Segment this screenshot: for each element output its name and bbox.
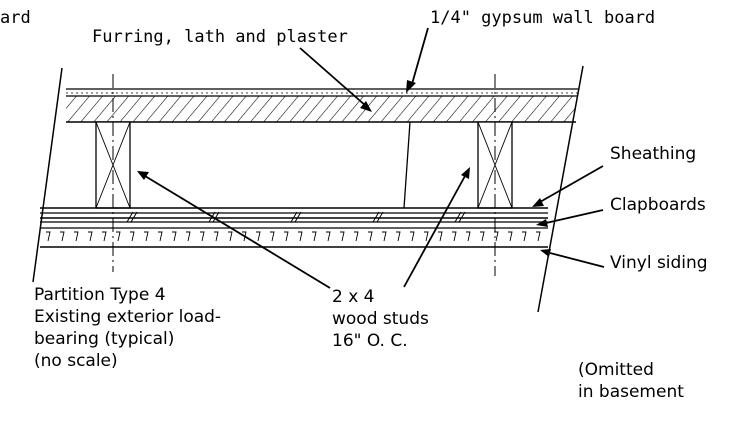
vinyl-siding-mark xyxy=(130,231,135,242)
vinyl-siding-mark xyxy=(466,231,471,242)
vinyl-siding-mark xyxy=(522,231,527,242)
label-gypsum-wall-board: 1/4" gypsum wall board xyxy=(430,8,656,28)
vinyl-siding-mark xyxy=(410,231,415,242)
vinyl-siding-mark xyxy=(494,231,499,242)
vinyl-siding-mark xyxy=(312,231,317,242)
vinyl-siding-mark xyxy=(382,231,387,242)
vinyl-siding-mark xyxy=(88,231,93,242)
label-clapboards: Clapboards xyxy=(610,195,706,215)
vinyl-siding-mark xyxy=(424,231,429,242)
leader-plaster-drop xyxy=(403,121,411,209)
vinyl-siding-mark xyxy=(354,231,359,242)
label-sheathing: Sheathing xyxy=(610,144,697,164)
vinyl-siding-mark xyxy=(186,231,191,242)
label-studs-spacing: 16" O. C. xyxy=(332,331,408,351)
clapboard-mark xyxy=(290,211,298,223)
clapboard-mark xyxy=(454,211,462,223)
clapboard-mark xyxy=(212,211,220,223)
sheathing-layer xyxy=(40,207,548,214)
vinyl-siding-mark xyxy=(368,231,373,242)
label-studs-size: 2 x 4 xyxy=(332,287,375,307)
label-partition-line2: Existing exterior load- xyxy=(34,307,222,327)
label-furring-lath-plaster: Furring, lath and plaster xyxy=(92,27,348,47)
clapboard-layer xyxy=(40,211,548,223)
vinyl-siding-mark xyxy=(158,231,163,242)
vinyl-siding-mark xyxy=(480,231,485,242)
label-omitted-line1: (Omitted xyxy=(578,360,654,380)
vinyl-siding-mark xyxy=(508,231,513,242)
leader-vinyl xyxy=(540,249,605,268)
vinyl-siding-layer xyxy=(40,227,548,248)
leader-studs-left xyxy=(137,171,331,289)
leader-gypsum xyxy=(406,27,429,93)
vinyl-siding-mark xyxy=(116,231,121,242)
vinyl-siding-mark xyxy=(102,231,107,242)
vinyl-siding-mark xyxy=(144,231,149,242)
vinyl-siding-mark xyxy=(256,231,261,242)
vinyl-siding-mark xyxy=(438,231,443,242)
label-partition-type: Partition Type 4 xyxy=(34,285,166,305)
label-vinyl-siding: Vinyl siding xyxy=(610,253,708,273)
vinyl-siding-mark xyxy=(298,231,303,242)
vinyl-siding-mark xyxy=(228,231,233,242)
vinyl-siding-mark xyxy=(284,231,289,242)
clapboard-mark xyxy=(294,211,302,223)
vinyl-siding-mark xyxy=(172,231,177,242)
leader-sheathing xyxy=(532,165,604,207)
vinyl-siding-mark xyxy=(536,231,541,242)
leader-studs-right xyxy=(403,167,470,288)
label-partition-line3: bearing (typical) xyxy=(34,329,175,349)
vinyl-siding-mark xyxy=(60,231,65,242)
clapboard-mark xyxy=(372,211,380,223)
label-cut-top-left: ard xyxy=(0,8,31,28)
leader-clapboards xyxy=(536,209,604,227)
vinyl-siding-mark xyxy=(200,231,205,242)
clapboard-mark xyxy=(376,211,384,223)
vinyl-siding-mark xyxy=(242,231,247,242)
label-studs-material: wood studs xyxy=(332,309,429,329)
vinyl-siding-mark xyxy=(452,231,457,242)
leader-furring xyxy=(299,47,372,112)
vinyl-siding-mark xyxy=(214,231,219,242)
gypsum-board-layer xyxy=(66,88,578,97)
vinyl-siding-mark xyxy=(74,231,79,242)
clapboard-mark xyxy=(126,211,134,223)
vinyl-siding-mark xyxy=(46,231,51,242)
clapboard-mark xyxy=(458,211,466,223)
label-partition-line4: (no scale) xyxy=(34,351,118,371)
vinyl-siding-mark xyxy=(396,231,401,242)
vinyl-siding-mark xyxy=(340,231,345,242)
clapboard-mark xyxy=(130,211,138,223)
plaster-layer xyxy=(66,96,576,123)
left-boundary-line xyxy=(32,67,63,283)
label-omitted-line2: in basement xyxy=(578,382,684,402)
vinyl-siding-mark xyxy=(270,231,275,242)
vinyl-siding-mark xyxy=(326,231,331,242)
